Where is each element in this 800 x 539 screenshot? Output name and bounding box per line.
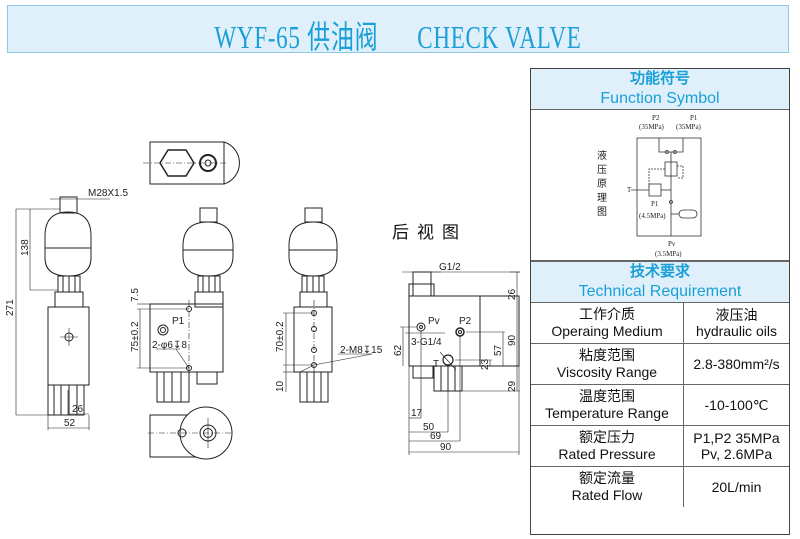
top-view-lower bbox=[148, 406, 233, 460]
front-view bbox=[15, 196, 110, 430]
function-symbol-title-en: Function Symbol bbox=[600, 90, 720, 107]
dim-7-5: 7.5 bbox=[130, 288, 141, 302]
dim-70: 70±0.2 bbox=[275, 321, 286, 352]
spec-panel: 功能符号 Function Symbol 液压原理图 P2 (35MPa) P1… bbox=[530, 68, 790, 535]
spec-value: 2.8-380mm²/s bbox=[693, 356, 780, 372]
dim-3-g14: 3-G1/4 bbox=[411, 337, 442, 348]
spec-label-cn: 额定流量 bbox=[579, 470, 635, 486]
port-pv-label: Pv bbox=[428, 316, 440, 327]
dim-10: 10 bbox=[275, 380, 286, 392]
rear-view bbox=[400, 271, 520, 455]
side-view bbox=[137, 207, 234, 403]
technical-title-cn: 技术要求 bbox=[629, 263, 690, 280]
dim-271: 271 bbox=[5, 299, 16, 316]
spec-label-cn: 温度范围 bbox=[579, 388, 635, 404]
hydraulic-schematic: 液压原理图 P2 (35MPa) P1 (35MPa) T P1 (4.5MPa… bbox=[531, 110, 789, 261]
spec-label-en: Operaing Medium bbox=[551, 323, 663, 339]
schematic-p1-mid-pressure: (4.5MPa) bbox=[639, 212, 666, 220]
dim-90-h: 90 bbox=[440, 442, 452, 453]
schematic-pv-pressure: (3.5MPa) bbox=[655, 250, 682, 258]
schematic-p1-top: P1 bbox=[690, 114, 698, 122]
schematic-p1-top-pressure: (35MPa) bbox=[676, 123, 702, 131]
page-title: WYF-65 供油阀 CHECK VALVE bbox=[214, 19, 582, 55]
spec-label-cn: 额定压力 bbox=[579, 429, 635, 445]
dim-69: 69 bbox=[430, 431, 442, 442]
rear-view-label: 后视图 bbox=[392, 223, 467, 242]
schematic-p2-pressure: (35MPa) bbox=[639, 123, 665, 131]
title-banner: WYF-65 供油阀 CHECK VALVE bbox=[7, 5, 789, 55]
spec-label-en: Rated Flow bbox=[571, 487, 643, 503]
dim-138: 138 bbox=[20, 239, 31, 256]
dim-g12: G1/2 bbox=[439, 262, 461, 273]
technical-title-en: Technical Requirement bbox=[578, 283, 742, 300]
spec-value: -10-100℃ bbox=[704, 397, 769, 413]
spec-label-cn: 工作介质 bbox=[579, 306, 635, 322]
technical-header: 技术要求 Technical Requirement bbox=[531, 261, 789, 303]
spec-label-en: Viscosity Range bbox=[556, 364, 658, 380]
dim-23: 23 bbox=[480, 358, 491, 370]
schematic-p1-mid: P1 bbox=[651, 200, 659, 208]
dim-52: 52 bbox=[64, 418, 76, 429]
spec-value-2: Pv, 2.6MPa bbox=[700, 446, 773, 462]
spec-label-en: Rated Pressure bbox=[558, 446, 656, 462]
spec-label-en: Temperature Range bbox=[545, 405, 669, 421]
function-symbol-title-cn: 功能符号 bbox=[629, 70, 690, 87]
dim-62: 62 bbox=[393, 344, 404, 356]
spec-value: P1,P2 35MPa bbox=[693, 430, 780, 446]
dim-29: 29 bbox=[507, 380, 518, 392]
dim-thread-top: M28X1.5 bbox=[88, 188, 128, 199]
schematic-svg: P2 (35MPa) P1 (35MPa) T P1 (4.5MPa) Pv (… bbox=[627, 114, 702, 258]
port-t-label: T bbox=[433, 359, 439, 370]
dim-50: 50 bbox=[423, 422, 435, 433]
spec-label-cn: 粘度范围 bbox=[579, 347, 635, 363]
function-symbol-header: 功能符号 Function Symbol bbox=[531, 69, 789, 110]
dim-17: 17 bbox=[411, 408, 423, 419]
dim-26-rear: 26 bbox=[507, 288, 518, 300]
top-view-upper bbox=[143, 141, 240, 185]
spec-value: 液压油 bbox=[715, 307, 758, 323]
dim-26: 26 bbox=[72, 404, 84, 415]
schematic-p2: P2 bbox=[652, 114, 660, 122]
dim-57: 57 bbox=[493, 344, 504, 356]
spec-value-2: hydraulic oils bbox=[696, 323, 777, 339]
drawing-svg: M28X1.5 138 271 26 52 7.5 7 bbox=[5, 141, 520, 460]
dim-2-m8: 2-M8↧15 bbox=[340, 345, 383, 356]
dim-90-v: 90 bbox=[507, 334, 518, 346]
dim-2-d6: 2-φ6↧8 bbox=[152, 340, 187, 351]
port-p2-label: P2 bbox=[459, 316, 472, 327]
port-p1-label: P1 bbox=[172, 316, 185, 327]
spec-value: 20L/min bbox=[711, 479, 762, 495]
schematic-t: T bbox=[627, 186, 632, 194]
schematic-pv: Pv bbox=[668, 240, 676, 248]
technical-drawing: M28X1.5 138 271 26 52 7.5 7 bbox=[0, 60, 535, 539]
schematic-side-label: 液压原理图 bbox=[597, 151, 607, 218]
side-view-2 bbox=[283, 207, 373, 403]
dim-75: 75±0.2 bbox=[130, 321, 141, 352]
